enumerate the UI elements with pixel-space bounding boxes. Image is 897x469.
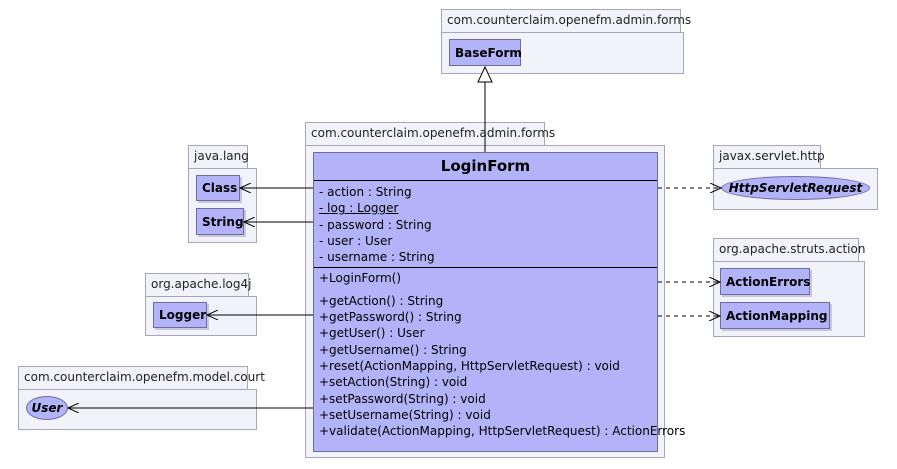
package-tab-log4j: org.apache.log4j: [145, 273, 251, 296]
attribute-password: - password : String: [319, 217, 432, 232]
generalization-arrowhead: [477, 65, 493, 83]
operation-set-username: +setUsername(String) : void: [319, 407, 491, 422]
operations-compartment: +LoginForm() +getAction() : String +getP…: [314, 268, 686, 439]
attribute-action: - action : String: [319, 185, 412, 199]
interface-user[interactable]: User: [26, 396, 68, 420]
operation-get-user: +getUser() : User: [319, 326, 425, 341]
class-login-form[interactable]: LoginForm - action : String - log : Logg…: [313, 152, 686, 452]
operation-get-password: +getPassword() : String: [319, 310, 462, 325]
package-tab-struts-action: org.apache.struts.action: [713, 238, 865, 261]
operation-validate: +validate(ActionMapping, HttpServletRequ…: [319, 424, 686, 439]
interface-http-servlet-request[interactable]: HttpServletRequest: [721, 176, 870, 200]
class-action-mapping[interactable]: ActionMapping: [720, 302, 830, 329]
class-base-form[interactable]: BaseForm: [449, 39, 522, 66]
class-string[interactable]: String: [196, 208, 244, 235]
operation-set-password: +setPassword(String) : void: [319, 391, 486, 406]
class-class[interactable]: Class: [196, 175, 240, 201]
package-tab-servlet-http: javax.servlet.http: [713, 145, 825, 168]
package-tab-java-lang: java.lang: [188, 145, 249, 168]
attribute-log: - log : Logger: [314, 200, 657, 216]
package-tab-admin-forms-top: com.counterclaim.openefm.admin.forms: [441, 9, 691, 32]
operation-get-username: +getUsername() : String: [319, 342, 467, 357]
attribute-user: - user : User: [319, 233, 393, 248]
class-title: LoginForm: [314, 153, 657, 181]
operation-reset: +reset(ActionMapping, HttpServletRequest…: [319, 358, 620, 373]
attributes-compartment: - action : String - log : Logger - passw…: [314, 181, 657, 269]
attribute-username: - username : String: [319, 250, 435, 265]
operation-set-action: +setAction(String) : void: [319, 375, 468, 390]
package-tab-model-court: com.counterclaim.openefm.model.court: [18, 366, 265, 389]
constructor-login-form: +LoginForm(): [319, 271, 402, 286]
operation-get-action: +getAction() : String: [319, 293, 444, 308]
class-action-errors[interactable]: ActionErrors: [720, 268, 810, 295]
attribute-log-text: - log : Logger: [319, 201, 399, 216]
